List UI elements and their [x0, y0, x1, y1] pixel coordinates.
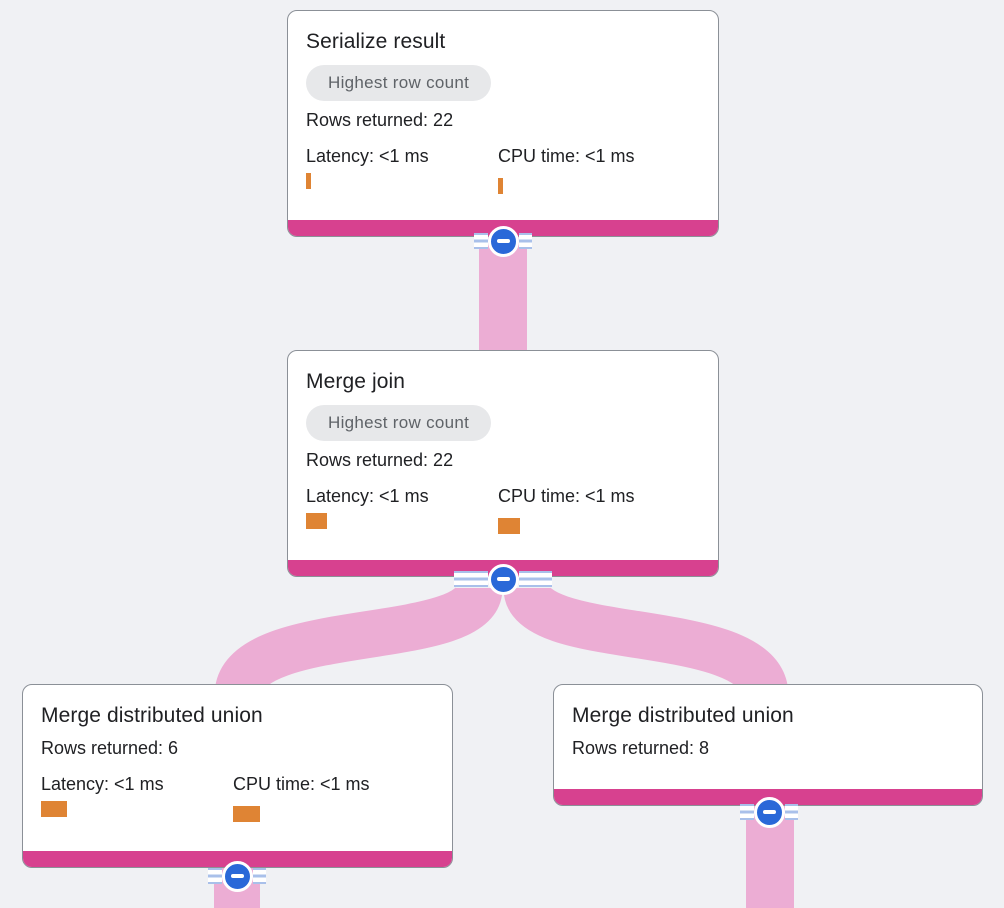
edge-stripes-right: [518, 233, 532, 249]
cpu-time-label: CPU time: <1 ms: [233, 774, 370, 794]
metrics-row: Latency: <1 ms CPU time: <1 ms: [41, 773, 432, 822]
latency-metric: Latency: <1 ms: [41, 773, 233, 822]
minus-glyph: [230, 874, 244, 878]
latency-bar: [41, 801, 67, 817]
rows-returned-text: Rows returned: 22: [306, 450, 454, 470]
rows-returned-text: Rows returned: 22: [306, 110, 454, 130]
node-card-serialize-result[interactable]: Serialize result Highest row count Rows …: [287, 10, 719, 237]
latency-metric: Latency: <1 ms: [306, 145, 498, 194]
latency-label: Latency: <1 ms: [41, 774, 164, 794]
rows-returned-text: Rows returned: 6: [41, 738, 179, 758]
edge-stripes-left: [208, 868, 222, 884]
collapse-minus-icon[interactable]: [221, 860, 253, 892]
node-title: Merge distributed union: [572, 704, 794, 727]
edge-right-union-to-merge-join: [503, 583, 789, 700]
node-title: Merge distributed union: [41, 704, 263, 727]
highest-row-count-badge: Highest row count: [306, 405, 492, 441]
node-title: Merge join: [306, 370, 406, 393]
edge-stripes-left: [474, 233, 488, 249]
node-title: Serialize result: [306, 30, 446, 53]
latency-bar: [306, 173, 311, 189]
node-accent-bar: [23, 851, 452, 867]
minus-glyph: [762, 810, 776, 814]
node-card-merge-distributed-union-left[interactable]: Merge distributed union Rows returned: 6…: [22, 684, 453, 868]
edge-stripes-right: [518, 571, 552, 587]
latency-label: Latency: <1 ms: [306, 486, 429, 506]
highest-row-count-badge: Highest row count: [306, 65, 492, 101]
edge-stripes-right: [784, 804, 798, 820]
badge-row: Highest row count: [306, 405, 698, 441]
cpu-time-bar: [233, 806, 260, 822]
node-card-merge-join[interactable]: Merge join Highest row count Rows return…: [287, 350, 719, 577]
collapse-minus-icon[interactable]: [753, 796, 785, 828]
cpu-time-bar: [498, 518, 520, 534]
collapse-minus-icon[interactable]: [487, 225, 519, 257]
rows-returned-text: Rows returned: 8: [572, 738, 710, 758]
edge-stripes-left: [454, 571, 488, 587]
metrics-row: Latency: <1 ms CPU time: <1 ms: [306, 145, 698, 194]
node-card-merge-distributed-union-right[interactable]: Merge distributed union Rows returned: 8: [553, 684, 983, 806]
minus-glyph: [496, 577, 510, 581]
edge-stripes-right: [252, 868, 266, 884]
latency-bar: [306, 513, 327, 529]
cpu-time-label: CPU time: <1 ms: [498, 146, 635, 166]
collapse-button-merge-join[interactable]: [454, 563, 552, 595]
collapse-button-merge-distributed-union-right[interactable]: [740, 796, 798, 828]
collapse-button-serialize-result[interactable]: [474, 225, 532, 257]
cpu-time-bar: [498, 178, 503, 194]
latency-label: Latency: <1 ms: [306, 146, 429, 166]
cpu-time-metric: CPU time: <1 ms: [498, 145, 635, 194]
edge-left-union-to-merge-join: [214, 583, 503, 700]
cpu-time-metric: CPU time: <1 ms: [233, 773, 370, 822]
collapse-minus-icon[interactable]: [487, 563, 519, 595]
cpu-time-metric: CPU time: <1 ms: [498, 485, 635, 534]
metrics-row: Latency: <1 ms CPU time: <1 ms: [306, 485, 698, 534]
cpu-time-label: CPU time: <1 ms: [498, 486, 635, 506]
minus-glyph: [496, 239, 510, 243]
latency-metric: Latency: <1 ms: [306, 485, 498, 534]
collapse-button-merge-distributed-union-left[interactable]: [208, 860, 266, 892]
edge-stripes-left: [740, 804, 754, 820]
badge-row: Highest row count: [306, 65, 698, 101]
